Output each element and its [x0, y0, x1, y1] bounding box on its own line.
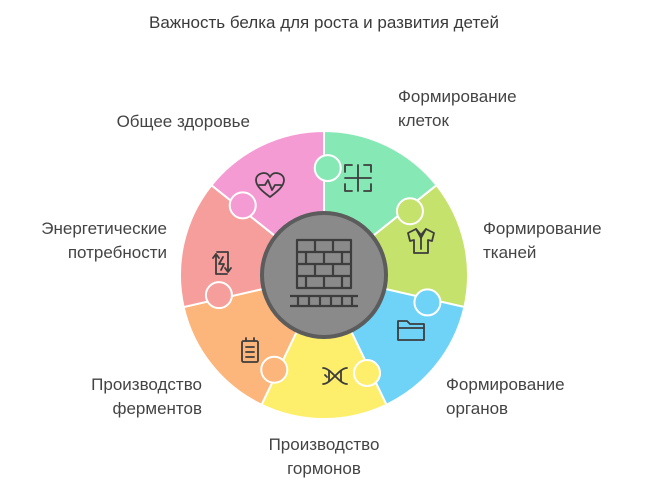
label-cells: Формирование клеток — [398, 87, 517, 130]
folder-icon — [397, 320, 425, 341]
heartbeat-icon — [255, 172, 285, 198]
battery-icon — [241, 337, 259, 363]
center-hub — [260, 211, 388, 339]
page-title: Важность белка для роста и развития дете… — [149, 13, 499, 32]
label-tissues: Формирование тканей — [483, 219, 602, 262]
grid-frame-icon — [344, 164, 372, 192]
puzzle-knob-organs — [413, 288, 442, 317]
label-energy: Энергетические потребности — [41, 219, 167, 262]
puzzle-knob-health — [228, 191, 257, 220]
puzzle-knob-energy — [204, 281, 233, 310]
energy-cycle-icon — [212, 251, 232, 275]
dna-icon — [322, 367, 348, 385]
puzzle-knob-hormones — [353, 358, 382, 387]
shirt-icon — [407, 228, 435, 254]
label-health: Общее здоровье — [116, 112, 250, 131]
label-organs: Формирование органов — [446, 375, 565, 418]
label-enzymes: Производство ферментов — [91, 375, 202, 418]
puzzle-knob-tissues — [395, 197, 424, 226]
brick-wall-icon — [290, 238, 358, 308]
puzzle-knob-enzymes — [260, 355, 289, 384]
segment-icons — [212, 164, 435, 385]
puzzle-knob-cells — [313, 154, 342, 183]
label-hormones: Производство гормонов — [268, 435, 380, 478]
